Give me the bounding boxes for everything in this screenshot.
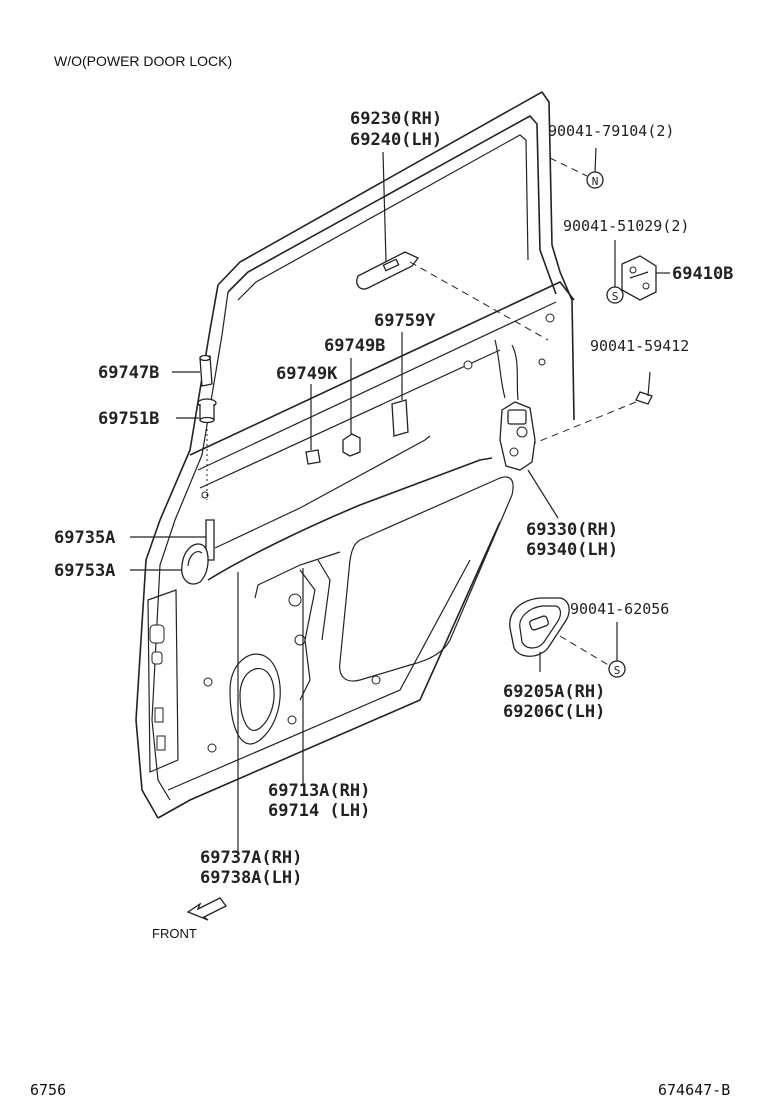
marker-s-upper: S xyxy=(606,286,624,304)
panel-hole-7 xyxy=(207,743,217,753)
inner-bracket-b xyxy=(317,559,331,641)
belt-line-inner xyxy=(197,301,557,471)
svg-text:N: N xyxy=(592,175,599,188)
hinge-area xyxy=(147,589,179,773)
screw-part xyxy=(635,371,653,405)
door-outer-left-edge xyxy=(135,284,219,819)
door-inner-left-edge xyxy=(151,291,229,801)
rod-clip-b xyxy=(342,433,361,457)
panel-hole-1 xyxy=(463,360,473,370)
footer-page-code: 6756 xyxy=(30,1081,66,1099)
front-arrow-icon xyxy=(186,897,227,921)
dash-n xyxy=(549,157,588,177)
label-69330: 69330(RH) xyxy=(526,520,618,540)
footer-diagram-code: 674647-B xyxy=(658,1081,730,1099)
lock-rod-long xyxy=(207,457,493,581)
label-69751b: 69751B xyxy=(98,409,159,429)
dash-s-handle xyxy=(559,635,611,667)
panel-hole-3 xyxy=(538,358,546,366)
label-69240: 69240(LH) xyxy=(350,130,442,150)
marker-n: N xyxy=(586,171,604,189)
label-90041-59412: 90041-59412 xyxy=(590,337,689,355)
protector-part xyxy=(391,399,409,437)
panel-hole-2 xyxy=(545,313,555,323)
door-bottom-inner xyxy=(167,559,471,791)
hinge-hole-upper xyxy=(149,624,165,644)
rod-guide-part xyxy=(205,519,215,561)
lock-rod-upper xyxy=(214,435,431,549)
label-69205a: 69205A(RH) xyxy=(503,682,605,702)
label-69749b: 69749B xyxy=(324,336,385,356)
panel-hole-10 xyxy=(201,491,209,499)
label-69713a: 69713A(RH) xyxy=(268,781,370,801)
label-90041-62056: 90041-62056 xyxy=(570,600,669,618)
panel-opening-large xyxy=(339,476,514,682)
outside-handle-part xyxy=(356,251,420,290)
label-69753a: 69753A xyxy=(54,561,115,581)
label-69206c: 69206C(LH) xyxy=(503,702,605,722)
label-69410b: 69410B xyxy=(672,264,733,284)
label-69230: 69230(RH) xyxy=(350,109,442,129)
svg-text:S: S xyxy=(612,290,619,303)
label-69737a: 69737A(RH) xyxy=(200,848,302,868)
label-69714: 69714 (LH) xyxy=(268,801,370,821)
window-frame-inner xyxy=(227,114,557,295)
inner-bracket xyxy=(299,569,316,701)
label-69738a: 69738A(LH) xyxy=(200,868,302,888)
label-69340: 69340(LH) xyxy=(526,540,618,560)
leader-69230 xyxy=(382,151,387,263)
speaker-opening-inner xyxy=(239,667,275,731)
hinge-slot-a xyxy=(154,707,164,723)
door-lock-assembly xyxy=(494,339,536,471)
rod-clip-k xyxy=(305,449,321,465)
diagram-title: W/O(POWER DOOR LOCK) xyxy=(54,53,232,69)
door-panel xyxy=(135,90,575,819)
leader-79104 xyxy=(594,147,597,173)
label-90041-51029: 90041-51029(2) xyxy=(563,217,689,235)
panel-hole-6 xyxy=(203,677,213,687)
marker-s-lower: S xyxy=(608,660,626,678)
hinge-slot-b xyxy=(156,735,166,751)
lock-knob-bushing xyxy=(197,398,217,424)
label-69747b: 69747B xyxy=(98,363,159,383)
window-frame-rail xyxy=(237,134,529,301)
inside-handle-part xyxy=(509,597,570,657)
label-69749k: 69749K xyxy=(276,364,338,384)
panel-hole-9 xyxy=(371,675,381,685)
belt-line xyxy=(189,281,575,456)
hinge-hole-lower xyxy=(151,651,163,665)
label-69759y: 69759Y xyxy=(374,311,436,331)
label-69735a: 69735A xyxy=(54,528,115,548)
leader-69330 xyxy=(527,469,559,519)
door-bottom-edge xyxy=(157,521,501,819)
svg-text:S: S xyxy=(614,664,621,677)
dash-handle-to-lock xyxy=(409,261,549,341)
lock-knob-part xyxy=(199,354,213,387)
dash-screw xyxy=(529,401,637,446)
panel-hole-8 xyxy=(287,715,297,725)
inner-rod-guide xyxy=(254,551,341,599)
front-label: FRONT xyxy=(152,926,197,941)
panel-hole-4 xyxy=(288,593,302,607)
speaker-opening xyxy=(229,653,281,745)
label-90041-79104: 90041-79104(2) xyxy=(548,122,674,140)
striker-plate-part xyxy=(621,255,657,301)
belt-line-lower xyxy=(199,349,501,489)
cover-part xyxy=(181,543,209,585)
